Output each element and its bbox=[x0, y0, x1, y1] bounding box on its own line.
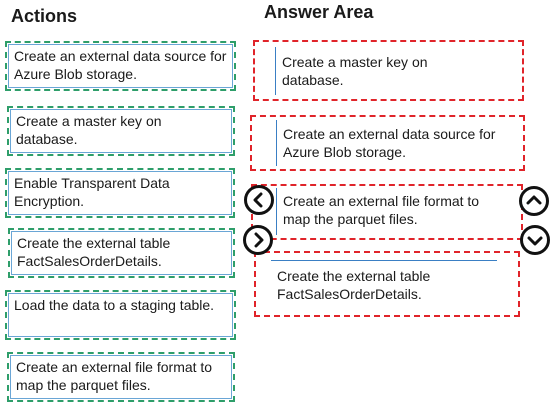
action-item[interactable]: Create an external data source for Azure… bbox=[5, 41, 236, 91]
action-item[interactable]: Load the data to a staging table. bbox=[5, 290, 236, 340]
action-item[interactable]: Create an external file format to map th… bbox=[7, 352, 235, 402]
answer-item[interactable]: Create an external data source for Azure… bbox=[276, 120, 514, 166]
action-item[interactable]: Create the external table FactSalesOrder… bbox=[8, 228, 235, 278]
answer-slot[interactable] bbox=[250, 115, 525, 171]
move-left-button[interactable] bbox=[244, 185, 274, 215]
move-down-button[interactable] bbox=[520, 225, 550, 255]
action-item[interactable]: Enable Transparent Data Encryption. bbox=[5, 168, 235, 218]
actions-heading: Actions bbox=[11, 6, 78, 26]
answer-item[interactable]: Create a master key on database. bbox=[275, 47, 485, 95]
answer-area-heading: Answer Area bbox=[264, 2, 374, 22]
move-up-button[interactable] bbox=[519, 186, 549, 216]
answer-item[interactable]: Create an external file format to map th… bbox=[276, 188, 510, 235]
action-item[interactable]: Create a master key on database. bbox=[7, 106, 235, 156]
answer-slot[interactable] bbox=[253, 40, 524, 101]
move-right-button[interactable] bbox=[243, 225, 273, 255]
answer-item[interactable]: Create the external table FactSalesOrder… bbox=[271, 260, 497, 310]
answer-slot[interactable] bbox=[254, 251, 520, 317]
